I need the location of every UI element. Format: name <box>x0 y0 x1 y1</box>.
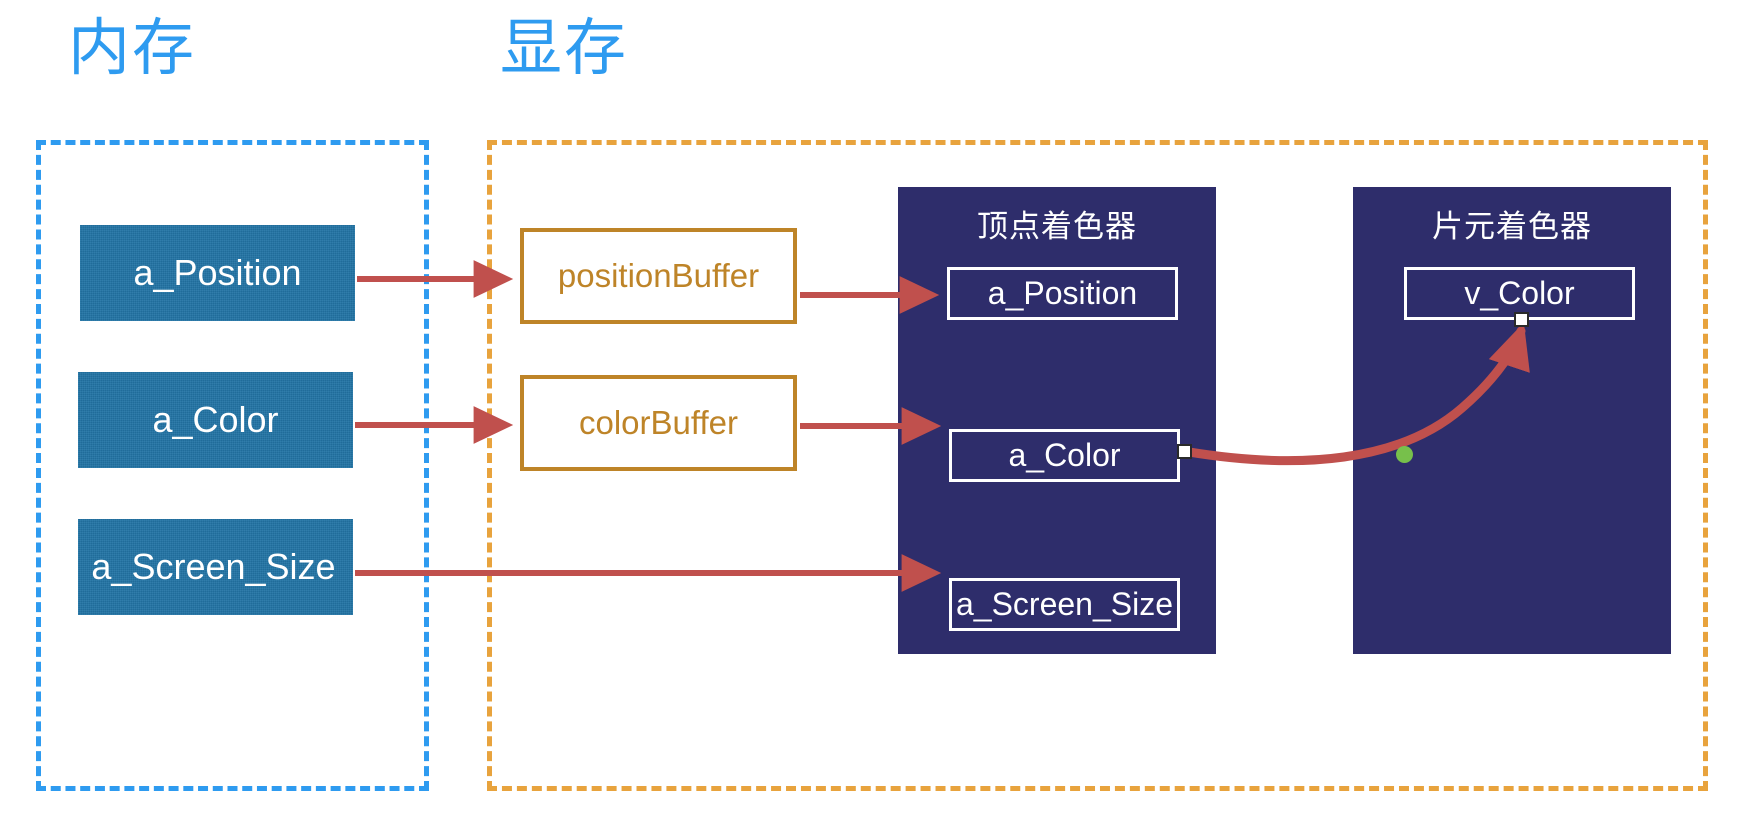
section-title-memory: 内存 <box>68 14 197 83</box>
vertex-shader-var-a-screen-size[interactable]: a_Screen_Size <box>949 578 1180 631</box>
connector-handle-start[interactable] <box>1177 444 1192 459</box>
memory-box-a-screen-size[interactable]: a_Screen_Size <box>78 519 353 615</box>
buffer-box-label: positionBuffer <box>557 257 760 294</box>
section-title-vram: 显存 <box>500 14 629 83</box>
connector-handle-end[interactable] <box>1514 312 1529 327</box>
vertex-shader-title: 顶点着色器 <box>977 209 1137 244</box>
memory-region-boundary <box>36 140 429 791</box>
memory-box-label: a_Position <box>133 252 302 293</box>
connector-handle-midpoint[interactable] <box>1396 446 1413 463</box>
fragment-shader-panel[interactable]: 片元着色器 v_Color <box>1353 187 1671 654</box>
vertex-shader-var-a-position[interactable]: a_Position <box>947 267 1178 320</box>
vram-region-boundary <box>487 140 1708 791</box>
vertex-shader-var-a-color[interactable]: a_Color <box>949 429 1180 482</box>
buffer-box-position-buffer[interactable]: positionBuffer <box>520 228 797 324</box>
vertex-shader-var-label: a_Screen_Size <box>955 586 1174 622</box>
memory-box-label: a_Screen_Size <box>91 546 336 587</box>
memory-box-a-color[interactable]: a_Color <box>78 372 353 468</box>
memory-box-label: a_Color <box>152 399 279 440</box>
fragment-shader-title: 片元着色器 <box>1432 209 1592 244</box>
fragment-shader-var-label: v_Color <box>1464 275 1575 311</box>
memory-box-a-position[interactable]: a_Position <box>80 225 355 321</box>
buffer-box-label: colorBuffer <box>579 404 738 441</box>
vertex-shader-var-label: a_Position <box>987 275 1138 311</box>
vertex-shader-panel[interactable]: 顶点着色器 a_Position a_Color a_Screen_Size <box>898 187 1216 654</box>
buffer-box-color-buffer[interactable]: colorBuffer <box>520 375 797 471</box>
vertex-shader-var-label: a_Color <box>1008 437 1121 473</box>
